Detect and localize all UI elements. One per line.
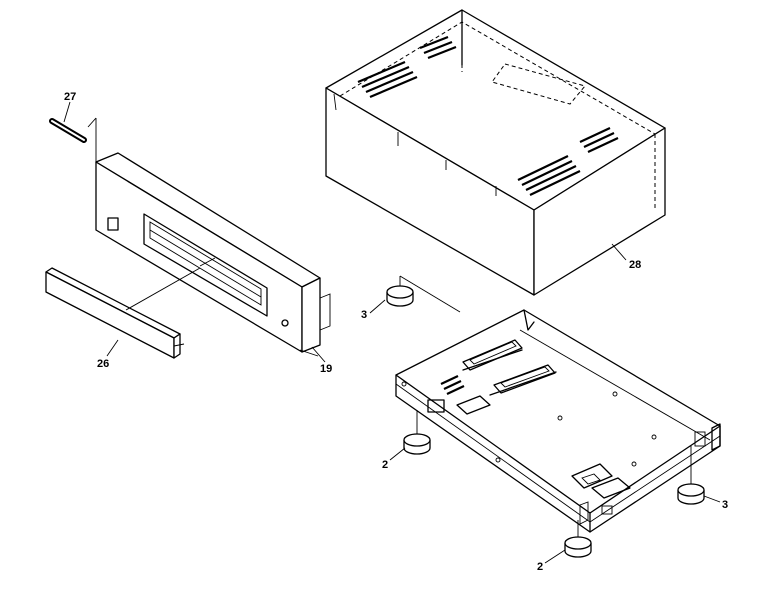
callout-3-top: 3 bbox=[361, 309, 367, 321]
cover-vent-4 bbox=[517, 155, 581, 196]
foot-3-top bbox=[386, 275, 461, 313]
callout-28: 28 bbox=[629, 259, 641, 271]
pin-part bbox=[49, 117, 97, 185]
callout-27: 27 bbox=[64, 91, 76, 103]
cover-vent-2 bbox=[419, 35, 457, 60]
callout-19: 19 bbox=[320, 363, 332, 375]
foot-2-left bbox=[403, 410, 431, 455]
top-cover bbox=[325, 9, 666, 296]
callout-2-bottom: 2 bbox=[537, 561, 543, 573]
window-cover bbox=[45, 267, 201, 359]
foot-2-bottom bbox=[564, 520, 592, 558]
foot-3-right bbox=[677, 446, 705, 505]
chassis bbox=[395, 309, 721, 533]
front-panel bbox=[95, 152, 331, 357]
cover-vent-1 bbox=[357, 60, 418, 99]
callout-3-right: 3 bbox=[722, 499, 728, 511]
chassis-mesh bbox=[440, 375, 465, 395]
leader-lines bbox=[63, 101, 721, 564]
callout-26: 26 bbox=[97, 358, 109, 370]
cover-vent-3 bbox=[579, 127, 619, 153]
callout-2-left: 2 bbox=[382, 459, 388, 471]
